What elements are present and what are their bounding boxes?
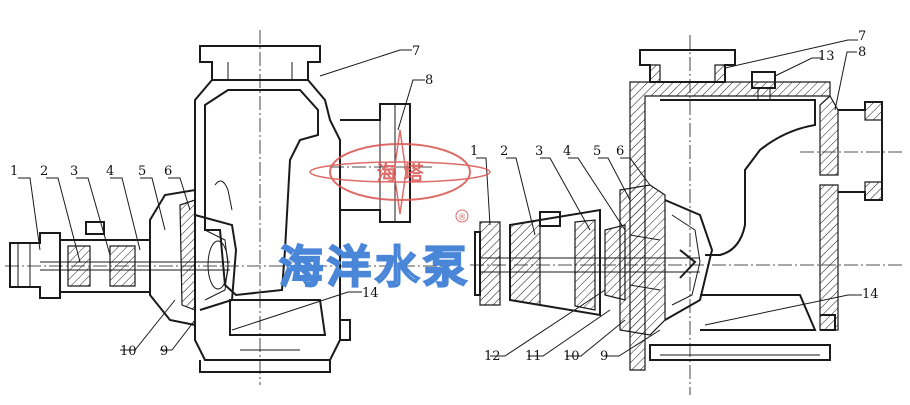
left-label-5: 5 (138, 164, 146, 179)
left-leader-lines (18, 49, 425, 351)
registered-mark: ® (458, 213, 467, 223)
right-label-10: 10 (563, 349, 580, 364)
right-part-numbers: 1 2 3 4 5 6 7 8 13 12 11 10 9 14 (470, 29, 879, 364)
left-part-numbers: 1 2 3 4 5 6 7 8 10 9 14 (10, 44, 433, 359)
left-label-10: 10 (120, 344, 137, 359)
left-label-14: 14 (362, 286, 379, 301)
right-label-9: 9 (600, 349, 608, 364)
right-label-8: 8 (858, 45, 866, 60)
left-label-9: 9 (160, 344, 168, 359)
left-pump-view (5, 30, 450, 385)
right-leader-lines (476, 39, 862, 357)
watermark-brand-text: 海洋水泵 (279, 242, 471, 293)
left-label-7: 7 (412, 44, 420, 59)
right-label-6: 6 (616, 144, 624, 159)
right-pump-view (470, 35, 905, 395)
right-label-14: 14 (862, 287, 879, 302)
right-label-3: 3 (535, 144, 543, 159)
right-label-5: 5 (593, 144, 601, 159)
left-label-3: 3 (70, 164, 78, 179)
left-label-8: 8 (425, 73, 433, 88)
left-label-2: 2 (40, 164, 48, 179)
watermark-logo: 海 塔 ® (309, 129, 491, 223)
right-label-12: 12 (484, 349, 501, 364)
left-label-1: 1 (10, 164, 18, 179)
right-label-7: 7 (858, 29, 866, 44)
right-label-13: 13 (818, 49, 835, 64)
left-label-6: 6 (164, 164, 172, 179)
right-label-1: 1 (470, 144, 478, 159)
watermark-logo-text: 海 塔 (377, 161, 425, 185)
right-label-2: 2 (500, 144, 508, 159)
right-label-4: 4 (563, 144, 571, 159)
left-label-4: 4 (106, 164, 114, 179)
right-label-11: 11 (525, 349, 542, 364)
